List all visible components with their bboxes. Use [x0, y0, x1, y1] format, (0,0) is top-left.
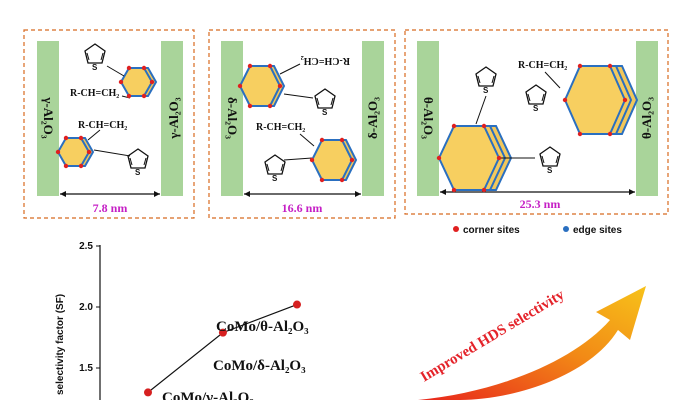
site-legend: corner sites edge sites: [453, 225, 622, 236]
panel-frame: [208, 29, 396, 219]
wall-label-right: γ-Al₂O₃: [166, 97, 181, 139]
thiophene-icon: [264, 154, 286, 184]
selectivity-series: [144, 300, 301, 397]
pore-size-label: 7.8 nm: [93, 201, 128, 215]
data-point: [293, 300, 301, 309]
series-label-gamma: CoMo/γ-Al₂O₃: [162, 390, 254, 400]
legend-corner-label: corner sites: [463, 225, 520, 236]
panel-frame: [23, 29, 195, 219]
thiophene-icon: [84, 43, 106, 73]
thiophene-icon: [525, 84, 547, 114]
y-axis-label: selectivity factor (SF): [55, 294, 66, 395]
alumina-wall-left: [37, 41, 59, 196]
panel-theta: θ-Al₂O₃ θ-Al₂O₃ R-CH=CH₂ 25.3 nm: [404, 29, 669, 215]
mos2-slab-large: [563, 65, 639, 135]
series-line: [147, 303, 298, 393]
pore-size-label: 16.6 nm: [282, 201, 323, 215]
mos2-slab: [310, 139, 358, 181]
thiophene-icon: [539, 146, 561, 176]
panel-gamma: γ-Al₂O₃ γ-Al₂O₃ R-CH=CH₂ R-CH=CH₂ 7.8 nm: [23, 29, 195, 219]
improvement-arrow: Improved HDS selectivity: [418, 286, 646, 400]
wall-label-right: θ-Al₂O₃: [639, 97, 654, 139]
wall-label-left: θ-Al₂O₃: [421, 97, 436, 139]
olefin-formula: R-CH=CH₂: [518, 60, 567, 71]
alumina-wall-right: [161, 41, 183, 196]
thiophene-icon: [314, 88, 336, 118]
data-point: [144, 388, 152, 397]
alumina-wall-left: [221, 41, 243, 196]
edge-site-swatch: [563, 226, 569, 232]
panel-delta: δ-Al₂O₃ δ-Al₂O₃ R-CH=CH₂ R-CH=CH₂ 16.6 n…: [208, 29, 396, 219]
selectivity-chart: 2.5 2.0 1.5 selectivity factor (SF) CoMo…: [55, 241, 309, 400]
data-point: [218, 328, 227, 337]
alumina-wall-right: [362, 41, 384, 196]
series-label-theta: CoMo/θ-Al₂O₃: [216, 319, 309, 335]
y-tick-label: 1.5: [79, 363, 93, 374]
thiophene-icon: [475, 66, 497, 96]
olefin-formula: R-CH=CH₂: [78, 120, 127, 131]
olefin-formula: R-CH=CH₂: [301, 55, 350, 66]
mos2-slab: [238, 65, 286, 107]
thiophene-icon: [127, 148, 149, 178]
alumina-wall-right: [636, 41, 658, 196]
corner-site-markers: [55, 63, 628, 193]
olefin-formula: R-CH=CH₂: [70, 88, 119, 99]
corner-site-swatch: [453, 226, 459, 232]
alumina-wall-left: [417, 41, 439, 196]
wall-label-left: γ-Al₂O₃: [41, 96, 56, 138]
series-label-delta: CoMo/δ-Al₂O₃: [213, 358, 306, 374]
panel-frame: [404, 29, 669, 215]
gradient-arrow-shape: [418, 286, 646, 400]
y-tick-label: 2.5: [79, 241, 93, 252]
legend-edge-label: edge sites: [573, 225, 622, 236]
wall-label-left: δ-Al₂O₃: [225, 97, 240, 139]
olefin-formula: R-CH=CH₂: [256, 122, 305, 133]
pore-size-label: 25.3 nm: [520, 197, 561, 211]
wall-label-right: δ-Al₂O₃: [365, 97, 380, 139]
y-tick-label: 2.0: [79, 302, 93, 313]
